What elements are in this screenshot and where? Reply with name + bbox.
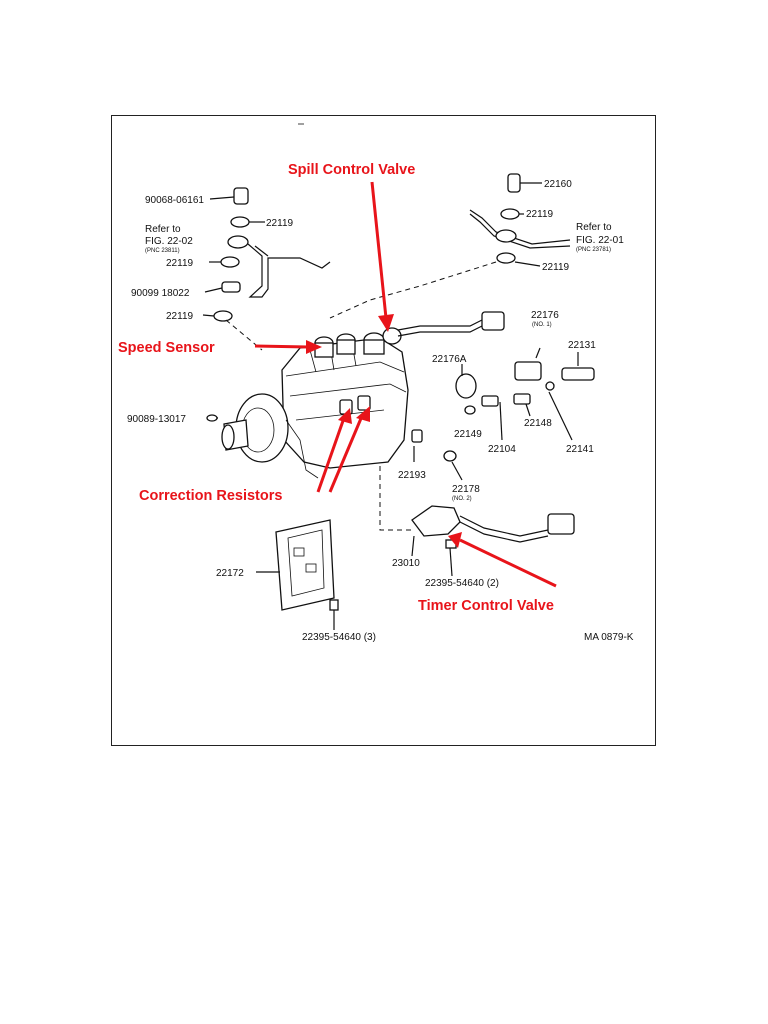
gasket-22119-e bbox=[496, 252, 516, 264]
label-22395-3: 22395-54640 (3) bbox=[302, 632, 376, 643]
label-22395-2: 22395-54640 (2) bbox=[425, 578, 499, 589]
assembly-line-3 bbox=[379, 430, 412, 531]
label-22149: 22149 bbox=[454, 429, 482, 440]
screw-22395-3 bbox=[329, 599, 339, 611]
label-22119-e: 22119 bbox=[542, 262, 570, 273]
o-ring-22176A bbox=[455, 373, 477, 399]
label-22141: 22141 bbox=[566, 444, 594, 455]
fitting-22160 bbox=[507, 173, 521, 193]
spill-valve-connector bbox=[481, 311, 505, 331]
spill-valve-wire bbox=[397, 319, 483, 331]
banjo-fitting-right bbox=[495, 229, 517, 243]
label-fig-left: FIG. 22-02 bbox=[145, 236, 193, 247]
label-22176A: 22176A bbox=[432, 354, 467, 365]
callout-timer-control-valve: Timer Control Valve bbox=[418, 598, 554, 614]
label-22119-b: 22119 bbox=[166, 258, 194, 269]
bolt-90099 bbox=[221, 281, 241, 293]
ball-22141 bbox=[545, 381, 555, 391]
label-22148: 22148 bbox=[524, 418, 552, 429]
screw-90089 bbox=[206, 414, 218, 422]
seal-22178 bbox=[443, 450, 457, 462]
label-fig-right: FIG. 22-01 bbox=[576, 235, 624, 246]
label-90099: 90099 18022 bbox=[131, 288, 190, 299]
label-refer-right: Refer to bbox=[576, 222, 612, 233]
gasket-22119-b bbox=[220, 256, 240, 268]
label-fig-right-sub: (PNC 23781) bbox=[576, 247, 611, 253]
label-refer-left: Refer to bbox=[145, 224, 181, 235]
label-ref-code: MA 0879-K bbox=[584, 632, 634, 643]
pump-body bbox=[206, 327, 409, 479]
timer-valve-connector bbox=[547, 513, 575, 535]
sensor-22131 bbox=[561, 367, 595, 381]
label-22104: 22104 bbox=[488, 444, 516, 455]
label-90068: 90068-06161 bbox=[145, 195, 204, 206]
timer-control-valve-assy bbox=[411, 505, 575, 577]
diagram-frame bbox=[111, 115, 656, 746]
gasket-22119-a bbox=[230, 216, 250, 228]
label-22119-a: 22119 bbox=[266, 218, 294, 229]
banjo-fitting bbox=[227, 235, 249, 249]
label-22176: 22176 bbox=[531, 310, 559, 321]
plug-22193 bbox=[411, 429, 423, 443]
label-22178: 22178 bbox=[452, 484, 480, 495]
valve-22104 bbox=[481, 395, 499, 407]
spring-22148 bbox=[513, 393, 531, 405]
label-fig-left-sub: (PNC 23811) bbox=[145, 248, 180, 254]
label-22172: 22172 bbox=[216, 568, 244, 579]
seal-22149 bbox=[464, 405, 476, 415]
assembly-line-2 bbox=[329, 261, 497, 319]
label-22193: 22193 bbox=[398, 470, 426, 481]
upper-left-parts bbox=[202, 187, 331, 322]
label-90089: 90089-13017 bbox=[127, 414, 186, 425]
label-22119-d: 22119 bbox=[526, 209, 554, 220]
sensor-22176 bbox=[514, 361, 542, 381]
label-22131: 22131 bbox=[568, 340, 596, 351]
gasket-22172 bbox=[256, 519, 339, 630]
label-23010: 23010 bbox=[392, 558, 420, 569]
label-22176-no: (NO. 1) bbox=[532, 322, 552, 328]
callout-arrows bbox=[254, 181, 557, 588]
cap-90068 bbox=[233, 187, 249, 205]
callout-spill-control-valve: Spill Control Valve bbox=[288, 162, 415, 178]
label-22160: 22160 bbox=[544, 179, 572, 190]
callout-speed-sensor: Speed Sensor bbox=[118, 340, 215, 356]
label-22119-c: 22119 bbox=[166, 311, 194, 322]
gasket-22119-c bbox=[213, 310, 233, 322]
upper-right-parts bbox=[469, 173, 571, 267]
label-22178-no: (NO. 2) bbox=[452, 496, 472, 502]
gasket-22119-d bbox=[500, 208, 520, 220]
right-small-parts bbox=[411, 347, 595, 481]
callout-correction-resistors: Correction Resistors bbox=[139, 488, 282, 504]
